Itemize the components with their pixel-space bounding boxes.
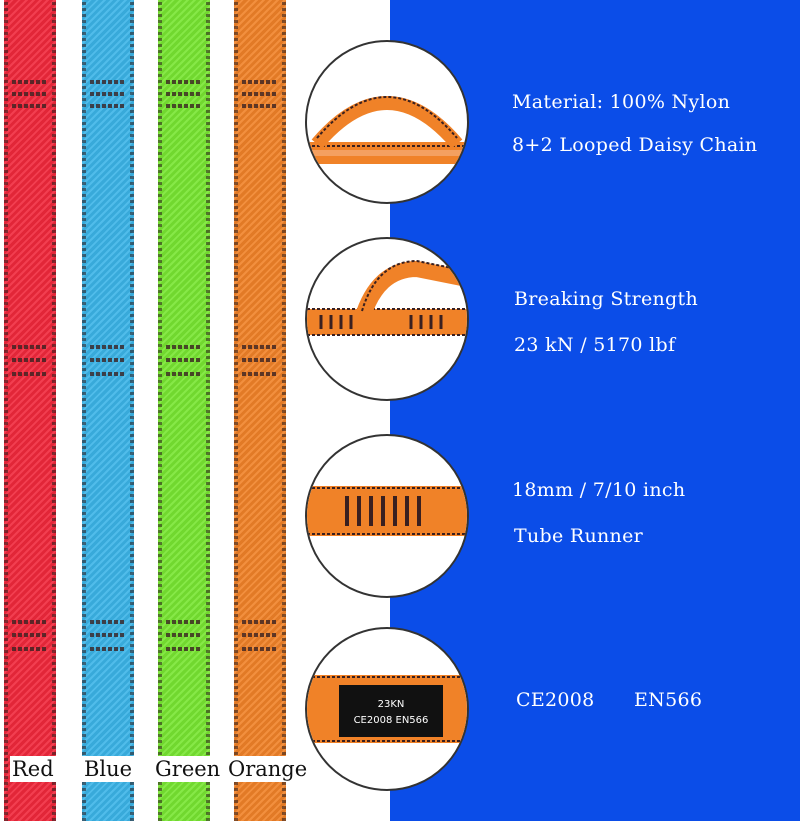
tag-line-2: CE2008 EN566 (354, 715, 429, 726)
strap-orange (234, 0, 286, 821)
tag-line-1: 23KN (378, 699, 405, 710)
spec-cert-ce: CE2008 (516, 689, 595, 711)
spec-chain: 8+2 Looped Daisy Chain (512, 134, 758, 156)
label-green: Green (153, 756, 223, 782)
detail-loop-photo (305, 40, 469, 204)
strap-red (4, 0, 56, 821)
detail-tag-photo: 23KN CE2008 EN566 (305, 627, 469, 791)
label-blue: Blue (82, 756, 135, 782)
label-orange: Orange (226, 756, 310, 782)
detail-bartack-photo (305, 434, 469, 598)
strap-blue (82, 0, 134, 821)
spec-breaking-title: Breaking Strength (514, 288, 698, 310)
spec-material: Material: 100% Nylon (512, 91, 731, 113)
spec-width: 18mm / 7/10 inch (512, 479, 686, 501)
spec-cert-en: EN566 (634, 689, 703, 711)
spec-type: Tube Runner (514, 525, 643, 547)
spec-breaking-value: 23 kN / 5170 lbf (514, 334, 676, 356)
label-red: Red (10, 756, 56, 782)
detail-stitch-photo (305, 237, 469, 401)
strap-green (158, 0, 210, 821)
